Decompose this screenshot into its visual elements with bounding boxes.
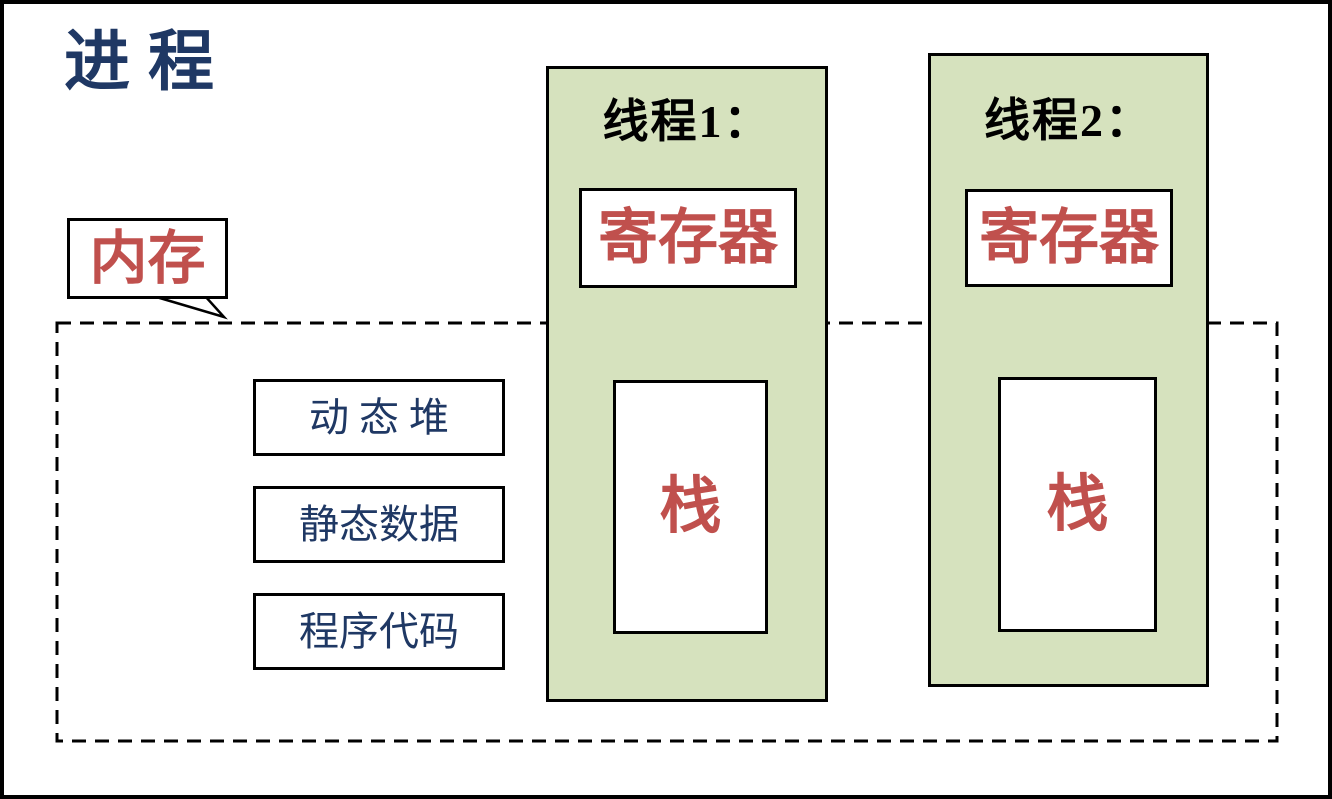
static-data-label: 静态数据 bbox=[299, 501, 459, 547]
dynamic-heap-box: 动 态 堆 bbox=[253, 379, 505, 456]
thread1-panel: 线程1： 寄存器 栈 bbox=[546, 66, 828, 702]
thread2-register-label: 寄存器 bbox=[979, 205, 1159, 271]
thread1-header: 线程1： bbox=[602, 96, 772, 147]
dynamic-heap-label: 动 态 堆 bbox=[309, 394, 449, 440]
thread1-register-label: 寄存器 bbox=[598, 205, 778, 271]
page-title: 进程 bbox=[64, 26, 232, 99]
memory-callout-tail bbox=[152, 294, 228, 320]
thread2-header: 线程2： bbox=[984, 95, 1153, 146]
program-code-label: 程序代码 bbox=[299, 608, 459, 654]
thread2-register-box: 寄存器 bbox=[965, 189, 1173, 287]
memory-callout: 内存 bbox=[67, 218, 228, 299]
program-code-box: 程序代码 bbox=[253, 593, 505, 670]
thread1-stack-label: 栈 bbox=[659, 473, 722, 541]
thread2-stack-label: 栈 bbox=[1046, 470, 1109, 539]
thread2-stack-box: 栈 bbox=[998, 377, 1157, 632]
thread1-register-box: 寄存器 bbox=[579, 188, 797, 288]
thread2-panel: 线程2： 寄存器 栈 bbox=[928, 53, 1209, 687]
thread1-stack-box: 栈 bbox=[613, 380, 768, 634]
static-data-box: 静态数据 bbox=[253, 486, 505, 563]
memory-callout-label: 内存 bbox=[89, 225, 206, 291]
